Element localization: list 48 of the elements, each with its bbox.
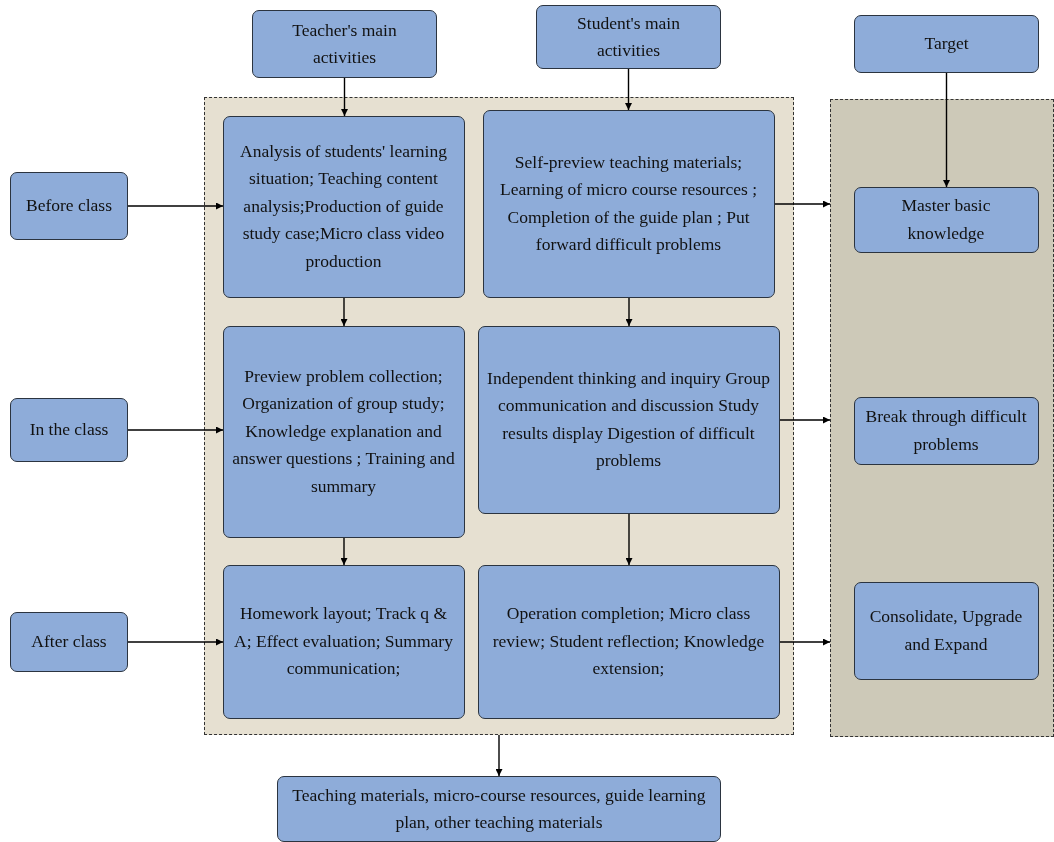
arrow	[625, 68, 632, 111]
arrow	[127, 202, 224, 210]
process-box	[853, 581, 1039, 680]
process-box	[854, 15, 1039, 73]
box-label: Operation completion; Micro class review; Student reflection; Knowledge extension;	[491, 602, 766, 681]
process-box	[252, 10, 437, 78]
box-label: Self-preview teaching materials; Learning of micro course resources ; Completion of the guide plan ; Put forward difficult problems	[498, 150, 759, 256]
arrow	[625, 513, 633, 566]
arrow	[774, 200, 831, 208]
process-box	[477, 325, 780, 514]
process-box	[10, 398, 128, 462]
arrow	[495, 734, 503, 777]
box-label: Break through difficult problems	[864, 405, 1028, 456]
arrow	[779, 416, 831, 424]
box-label: Student's main activities	[576, 11, 681, 62]
arrow	[127, 638, 224, 646]
box-label: In the class	[29, 418, 109, 442]
process-box	[853, 186, 1039, 253]
process-box	[10, 612, 128, 672]
box-label: Consolidate, Upgrade and Expand	[868, 605, 1024, 656]
process-box	[277, 776, 721, 842]
dashed-panel	[830, 99, 1054, 737]
process-box	[482, 109, 775, 298]
box-label: Homework layout; Track q & A; Effect evaluation; Summary communication;	[233, 602, 454, 681]
arrow	[341, 77, 348, 117]
box-label: Before class	[26, 194, 112, 218]
process-box	[222, 115, 465, 298]
process-box	[536, 5, 721, 69]
box-label: Independent thinking and inquiry Group communication and discussion Study results display Digestion of difficult problems	[486, 366, 771, 472]
box-label: Preview problem collection; Organization of group study; Knowledge explanation and answer questions ; Training and summary	[231, 364, 456, 498]
box-label: Target	[924, 32, 969, 56]
arrow	[127, 426, 224, 434]
box-label: Master basic knowledge	[900, 194, 992, 245]
process-box	[10, 172, 128, 240]
arrow	[340, 297, 348, 327]
arrow	[625, 297, 633, 327]
dashed-panel	[204, 97, 794, 735]
process-box	[222, 325, 465, 538]
box-label: Teacher's main activities	[291, 18, 398, 69]
process-box	[853, 396, 1039, 465]
box-label: Teaching materials, micro-course resources, guide learning plan, other teaching materials	[291, 783, 707, 834]
box-label: Analysis of students' learning situation; Teaching content analysis;Production of guide study case;Micro class video production	[239, 139, 448, 273]
process-box	[477, 564, 780, 719]
arrow	[340, 537, 348, 566]
arrow	[943, 72, 950, 188]
arrow	[779, 638, 831, 646]
box-label: After class	[31, 630, 107, 654]
process-box	[222, 564, 465, 719]
